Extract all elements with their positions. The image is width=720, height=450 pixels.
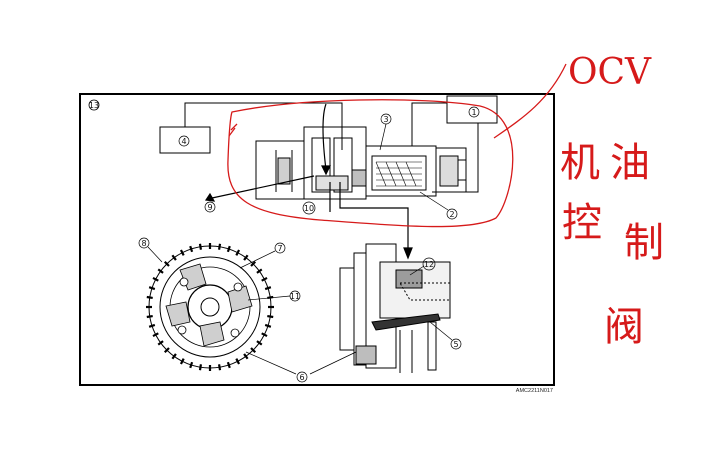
svg-text:9: 9 — [207, 203, 212, 212]
sprocket-tooth — [261, 276, 268, 282]
part-label-7: 7 — [274, 242, 286, 254]
part-label-12: 12 — [422, 257, 436, 271]
sprocket-tooth — [179, 249, 185, 256]
camshaft-section — [339, 243, 451, 373]
sprocket-tooth — [267, 314, 274, 319]
svg-text:7: 7 — [277, 244, 282, 253]
sprocket-tooth — [261, 332, 268, 338]
sensor-wire — [411, 102, 447, 146]
svg-text:2: 2 — [449, 210, 454, 219]
sprocket-tooth — [189, 361, 194, 369]
sprocket-tooth — [250, 260, 257, 267]
sprocket-tooth — [198, 364, 203, 371]
leader-11 — [247, 295, 291, 301]
leader-6a — [245, 351, 297, 375]
sprocket-tooth — [163, 260, 170, 267]
sprocket-tooth — [163, 347, 170, 354]
leader-8 — [147, 246, 163, 263]
sprocket-tooth — [235, 249, 241, 256]
sprocket-tooth — [198, 243, 203, 250]
part-label-3: 3 — [380, 113, 392, 125]
sprocket-tooth — [157, 268, 164, 274]
svg-text:机: 机 — [560, 140, 600, 186]
leader-7 — [239, 250, 276, 269]
part-label-10: 10 — [302, 201, 316, 215]
ocv-annotation-title: OCV — [568, 52, 652, 93]
diagram-frame — [79, 93, 555, 386]
sprocket-tooth — [264, 323, 272, 328]
part-label-11: 11 — [289, 290, 301, 302]
part-label-4: 4 — [178, 135, 190, 147]
part-label-9: 9 — [204, 201, 216, 213]
leader-6b — [309, 351, 357, 375]
leader-2 — [419, 191, 449, 211]
sprocket-tooth — [250, 347, 257, 354]
svg-text:12: 12 — [424, 260, 434, 269]
sprocket-tooth — [189, 245, 194, 253]
sprocket-tooth — [179, 358, 185, 365]
svg-text:4: 4 — [181, 137, 186, 146]
sprocket-tooth — [226, 245, 231, 253]
sprocket-tooth — [217, 243, 222, 250]
leader-3 — [379, 123, 387, 151]
part-label-5: 5 — [450, 338, 462, 350]
sprocket-tooth — [157, 340, 164, 346]
oil-control-valve — [255, 126, 467, 200]
sprocket-tooth — [152, 332, 159, 338]
leader-12 — [409, 265, 425, 276]
sprocket-tooth — [171, 254, 177, 261]
svg-text:控: 控 — [562, 200, 602, 246]
vtc-sprocket — [146, 243, 274, 371]
part-label-6: 6 — [296, 371, 308, 383]
sprocket-tooth — [152, 276, 159, 282]
sprocket-tooth — [146, 295, 153, 300]
image-code: AMC2211N017 — [516, 388, 553, 394]
svg-text:油: 油 — [610, 140, 650, 186]
svg-text:11: 11 — [290, 292, 300, 301]
sprocket-tooth — [226, 361, 231, 369]
sprocket-tooth — [217, 364, 222, 371]
svg-text:10: 10 — [304, 204, 314, 213]
ocv-highlight-outline — [227, 63, 567, 228]
svg-text:1: 1 — [471, 108, 476, 117]
sprocket-tooth — [171, 353, 177, 360]
sprocket-tooth — [146, 314, 153, 319]
sprocket-tooth — [264, 286, 272, 291]
svg-text:阀: 阀 — [604, 304, 644, 350]
svg-text:5: 5 — [453, 340, 458, 349]
sprocket-tooth — [235, 358, 241, 365]
frame-label: 13 — [88, 99, 100, 111]
part-label-2: 2 — [446, 208, 458, 220]
sprocket-tooth — [148, 286, 156, 291]
svg-text:制: 制 — [624, 220, 664, 266]
sprocket-tooth — [256, 340, 263, 346]
sprocket-tooth — [243, 254, 249, 261]
frame-label-text: 13 — [89, 101, 99, 110]
ocv-annotation-subtitle: 机 油 控 制 阀 — [560, 140, 664, 350]
sensor-box — [446, 95, 498, 124]
oil-flow-arrows — [204, 103, 413, 260]
leader-5 — [429, 321, 453, 341]
sprocket-tooth — [256, 268, 263, 274]
svg-text:3: 3 — [383, 115, 388, 124]
sprocket-tooth — [243, 353, 249, 360]
part-label-1: 1 — [468, 106, 480, 118]
svg-text:6: 6 — [299, 373, 304, 382]
part-label-8: 8 — [138, 237, 150, 249]
svg-text:8: 8 — [141, 239, 146, 248]
sprocket-tooth — [148, 323, 156, 328]
